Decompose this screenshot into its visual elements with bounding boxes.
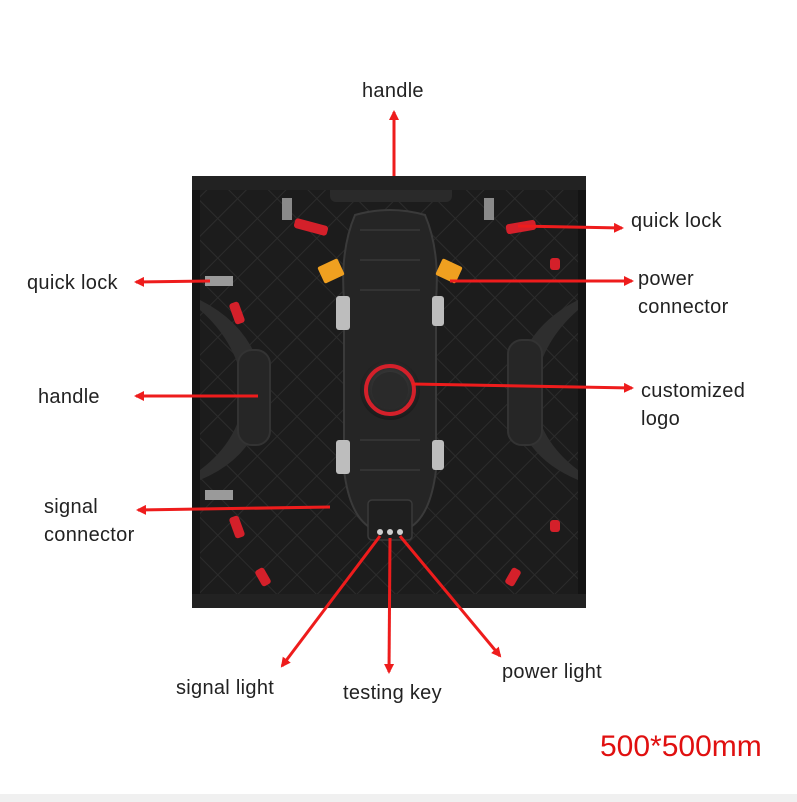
label-handle-top: handle (362, 77, 424, 105)
arrow-quick-lock-right (518, 226, 622, 228)
label-quick-lock-right: quick lock (631, 207, 722, 235)
label-testing-key: testing key (343, 679, 442, 707)
label-customized-logo-1: customized (641, 377, 745, 405)
signal-connector-clip-top (336, 296, 350, 330)
label-customized-logo-2: logo (641, 405, 680, 433)
testing-key-button (387, 529, 393, 535)
arrow-quick-lock-left (136, 281, 210, 282)
label-signal-connector-1: signal (44, 493, 98, 521)
label-power-light: power light (502, 658, 602, 686)
bottom-divider (0, 794, 797, 802)
power-light-led (397, 529, 403, 535)
label-power-connector-1: power (638, 265, 694, 293)
dimension-label: 500*500mm (600, 730, 762, 764)
signal-light-led (377, 529, 383, 535)
label-quick-lock-left: quick lock (27, 269, 118, 297)
label-signal-light: signal light (176, 674, 274, 702)
arrow-testing-key (389, 538, 390, 672)
right-handle (508, 340, 542, 445)
label-signal-connector-2: connector (44, 521, 135, 549)
label-handle-left: handle (38, 383, 100, 411)
label-power-connector-2: connector (638, 293, 729, 321)
signal-connector-clip-bottom (336, 440, 350, 474)
